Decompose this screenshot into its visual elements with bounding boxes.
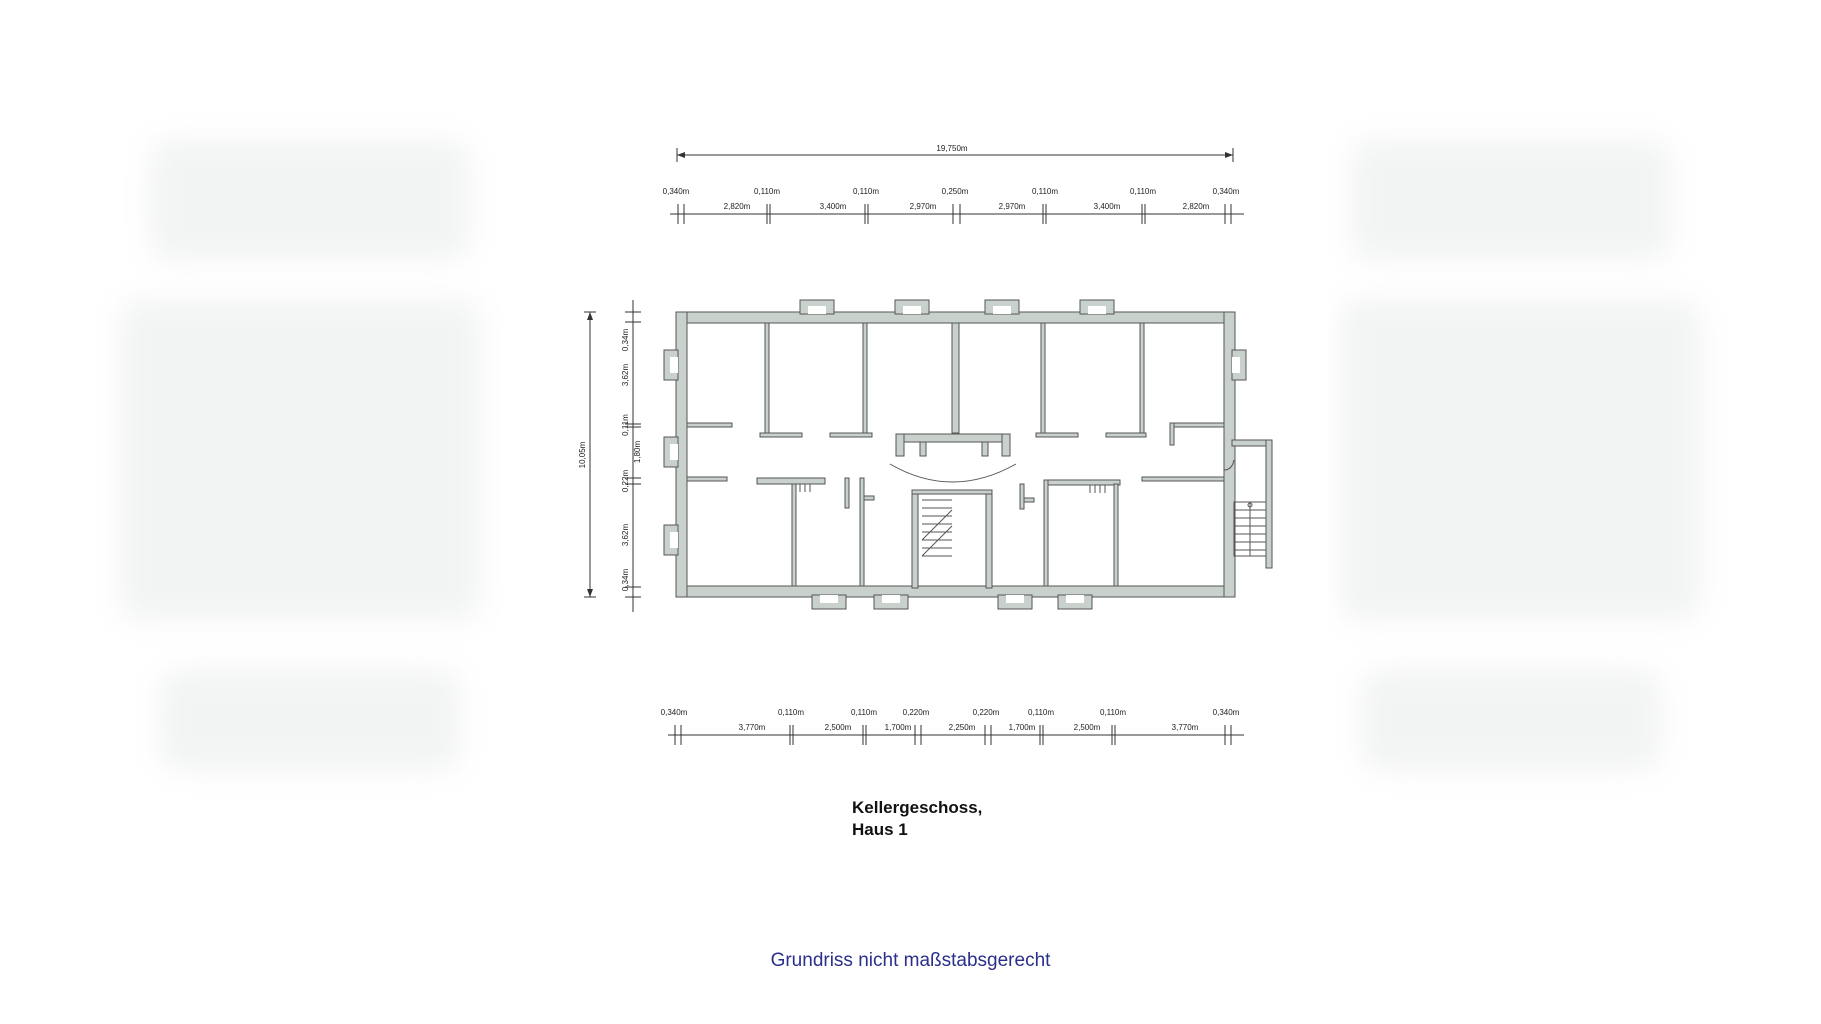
left-segment-label-5: 0,22m [621, 470, 630, 493]
bottom-upper-label-6: 0,110m [1028, 708, 1054, 717]
left-segment-label-2: 3,62m [621, 364, 630, 387]
top-upper-label-7: 0,340m [1213, 187, 1240, 196]
bottom-lower-label-6: 2,500m [1074, 723, 1101, 732]
top-upper-label-1: 0,340m [663, 187, 690, 196]
top-total-label: 19,750m [936, 144, 967, 153]
bottom-upper-label-5: 0,220m [973, 708, 1000, 717]
bottom-lower-label-7: 3,770m [1172, 723, 1199, 732]
left-segment-label-6: 3,62m [621, 524, 630, 547]
bottom-lower-label-3: 1,700m [885, 723, 912, 732]
bottom-upper-label-1: 0,340m [661, 708, 688, 717]
floor-plan-walls [663, 299, 1273, 610]
left-segment-label-1: 0,34m [621, 329, 630, 352]
bottom-lower-label-5: 1,700m [1009, 723, 1036, 732]
left-segment-label-4: 1,80m [633, 441, 642, 464]
bottom-lower-label-1: 3,770m [739, 723, 766, 732]
top-upper-label-2: 0,110m [754, 187, 780, 196]
plan-title-line-2: Haus 1 [852, 820, 908, 839]
bottom-upper-label-2: 0,110m [778, 708, 804, 717]
bottom-segment-dimensions: 0,340m 0,110m 0,110m 0,220m 0,220m 0,110… [661, 708, 1244, 745]
top-upper-label-5: 0,110m [1032, 187, 1058, 196]
bottom-upper-label-8: 0,340m [1213, 708, 1240, 717]
bottom-upper-label-7: 0,110m [1100, 708, 1126, 717]
top-upper-label-3: 0,110m [853, 187, 879, 196]
top-lower-label-5: 3,400m [1094, 202, 1121, 211]
plan-title: Kellergeschoss, Haus 1 [852, 797, 982, 841]
top-lower-label-4: 2,970m [999, 202, 1026, 211]
top-upper-label-6: 0,110m [1130, 187, 1156, 196]
blurred-backdrop-left [120, 0, 500, 1024]
left-segment-label-3: 0,11m [621, 414, 630, 436]
bottom-upper-label-3: 0,110m [851, 708, 877, 717]
bottom-lower-label-2: 2,500m [825, 723, 852, 732]
top-lower-label-2: 3,400m [820, 202, 847, 211]
bottom-upper-label-4: 0,220m [903, 708, 930, 717]
top-lower-label-3: 2,970m [910, 202, 937, 211]
top-lower-label-1: 2,820m [724, 202, 751, 211]
bottom-lower-label-4: 2,250m [949, 723, 976, 732]
top-lower-label-6: 2,820m [1183, 202, 1210, 211]
left-dimensions: 10,05m 0,34m 3,62m 0,11m 1,80m 0,22m 3,6… [578, 300, 642, 612]
left-total-label: 10,05m [578, 441, 587, 468]
blurred-backdrop-right [1321, 0, 1701, 1024]
top-segment-dimensions: 0,340m 0,110m 0,110m 0,250m 0,110m 0,110… [663, 187, 1244, 224]
scale-disclaimer-caption: Grundriss nicht maßstabsgerecht [770, 950, 1051, 971]
left-segment-label-7: 0,34m [621, 569, 630, 592]
plan-title-line-1: Kellergeschoss, [852, 798, 983, 817]
top-upper-label-4: 0,250m [942, 187, 969, 196]
top-total-dimension: 19,750m [676, 144, 1234, 162]
